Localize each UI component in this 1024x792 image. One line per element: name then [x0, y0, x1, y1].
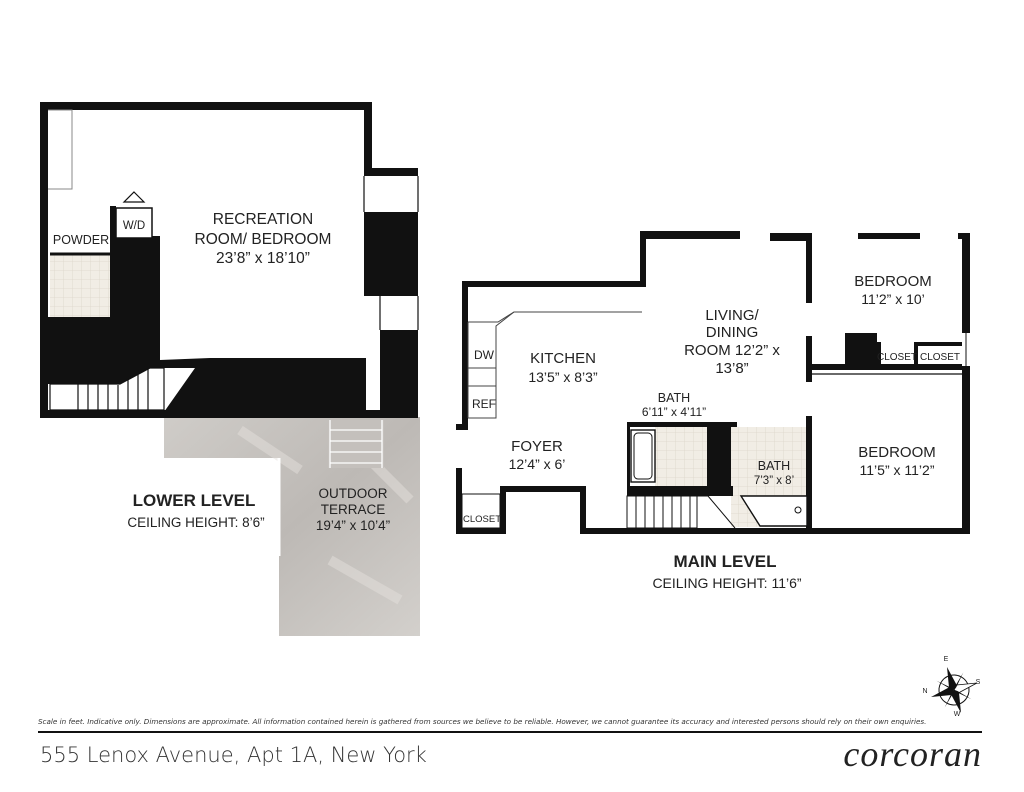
foyer-closet	[461, 493, 501, 529]
closet3-label: CLOSET	[463, 514, 501, 525]
compass-s: S	[976, 679, 981, 686]
living-dims: 13’8”	[715, 360, 748, 377]
bedroom1-dims: 11’2” x 10’	[861, 291, 925, 307]
closet2-label: CLOSET	[920, 352, 960, 363]
recreation-room-dims: 23’8” x 18’10”	[216, 250, 310, 267]
kitchen-name: KITCHEN	[530, 350, 596, 367]
bathtub	[630, 429, 656, 483]
terrace-stairs	[328, 420, 384, 468]
refrigerator-label: REF	[472, 397, 496, 411]
wd-closet	[115, 207, 153, 239]
outdoor-terrace-area	[164, 417, 420, 636]
terrace-stair-steps	[329, 420, 383, 468]
compass-e: E	[944, 656, 949, 663]
bath2-name: BATH	[758, 459, 790, 473]
main-level-title: MAIN LEVEL	[674, 552, 777, 571]
terrace-dims: 19’4” x 10’4”	[316, 518, 390, 533]
powder-room-label: POWDER	[53, 233, 109, 247]
bath1-floor	[655, 426, 707, 486]
foyer-dims: 12’4” x 6’	[509, 456, 566, 472]
living-name-1: LIVING/	[705, 307, 759, 324]
divider-line	[38, 731, 982, 733]
recreation-room-name-1: RECREATION	[213, 211, 313, 228]
bath2-dims: 7’3” x 8’	[754, 475, 794, 487]
wd-label: W/D	[123, 220, 145, 232]
property-address: 555 Lenox Avenue, Apt 1A, New York	[40, 743, 427, 767]
foyer-name: FOYER	[511, 438, 563, 455]
main-level-stairs	[626, 495, 736, 529]
living-name-3: ROOM 12’2” x	[684, 342, 780, 359]
terrace-name-2: TERRACE	[321, 502, 386, 517]
brand-logo: corcoran	[843, 734, 982, 774]
main-level-plan	[456, 231, 970, 534]
kitchen-dims: 13’5” x 8’3”	[528, 369, 598, 385]
main-level-ceiling: CEILING HEIGHT: 11’6”	[652, 575, 801, 591]
lower-level-plan	[40, 102, 420, 636]
bedroom2-name: BEDROOM	[858, 444, 936, 461]
compass-w: W	[954, 711, 961, 718]
disclaimer-text: Scale in feet. Indicative only. Dimensio…	[38, 717, 927, 726]
lower-level-stairs	[49, 367, 165, 411]
powder-room-floor	[50, 253, 110, 317]
bedroom1-name: BEDROOM	[854, 273, 932, 290]
compass-icon	[931, 667, 978, 713]
shower	[739, 495, 808, 527]
lower-level-ceiling: CEILING HEIGHT: 8’6”	[127, 515, 264, 530]
living-name-2: DINING	[706, 324, 759, 341]
bath1-name: BATH	[658, 391, 690, 405]
closet1-label: CLOSET	[877, 352, 917, 363]
main-level-walls	[456, 231, 970, 534]
recreation-room-name-2: ROOM/ BEDROOM	[195, 231, 332, 248]
dishwasher-label: DW	[474, 348, 495, 362]
terrace-name-1: OUTDOOR	[319, 486, 388, 501]
bath1-dims: 6’11” x 4’11”	[642, 405, 706, 419]
lower-level-title: LOWER LEVEL	[133, 491, 256, 510]
bedroom2-dims: 11’5” x 11’2”	[860, 462, 935, 478]
compass-n: N	[922, 688, 927, 695]
